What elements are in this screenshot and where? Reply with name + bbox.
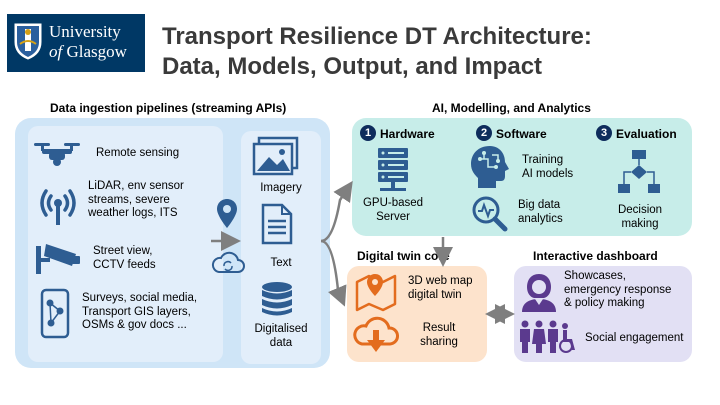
official-person-icon — [522, 274, 556, 312]
logo-of-text: of — [49, 42, 63, 61]
software-item-big-data: Big data analytics — [518, 199, 563, 225]
step-number-1: 1 — [360, 125, 376, 141]
step-number-3: 3 — [596, 125, 612, 141]
university-logo: University of Glasgow — [7, 14, 145, 72]
dashboard-heading: Interactive dashboard — [533, 249, 658, 263]
source-label-remote-sensing: Remote sensing — [96, 147, 180, 159]
twin-item-result-sharing: Result sharing — [420, 322, 458, 348]
database-icon — [262, 282, 292, 316]
arrow-to-ai — [320, 180, 353, 243]
output-label-digitalised: Digitalised data — [254, 323, 308, 349]
people-icon — [520, 320, 575, 353]
page-title: Transport Resilience DT Architecture: Da… — [162, 23, 592, 80]
imagery-icon — [252, 136, 299, 176]
location-pin-icon — [217, 199, 237, 228]
logo-name-text: Glasgow — [66, 42, 127, 61]
crest-icon — [14, 23, 42, 60]
twin-heading: Digital twin core — [357, 249, 450, 263]
cloud-sync-icon — [211, 251, 245, 273]
ai-panel — [352, 118, 692, 236]
source-label-cctv: Street view, CCTV feeds — [93, 245, 156, 271]
source-label-lidar: LiDAR, env sensor streams, severe weathe… — [88, 180, 184, 219]
document-icon — [261, 203, 293, 245]
step-title-evaluation: Evaluation — [616, 127, 677, 141]
evaluation-item-decision: Decision making — [617, 204, 663, 230]
logo-university-text: University — [49, 22, 121, 41]
step-number-2: 2 — [476, 125, 492, 141]
output-label-imagery: Imagery — [260, 182, 302, 194]
arrow-to-twin — [320, 239, 347, 307]
twin-item-3d-map: 3D web map digital twin — [408, 275, 473, 301]
decision-flowchart-icon — [618, 150, 660, 193]
source-label-surveys: Surveys, social media, Transport GIS lay… — [82, 292, 198, 331]
server-icon — [378, 148, 408, 191]
output-label-text: Text — [270, 257, 292, 269]
dashboard-item-social: Social engagement — [585, 332, 684, 344]
ingestion-sources-panel — [28, 126, 223, 362]
antenna-icon — [40, 189, 76, 225]
map-pin-icon — [355, 274, 397, 312]
hardware-item-gpu: GPU-based Server — [362, 197, 424, 223]
software-item-training: Training AI models — [522, 154, 574, 180]
logo-glasgow-text: of Glasgow — [49, 42, 127, 61]
dashboard-item-showcases: Showcases, emergency response & policy m… — [564, 270, 672, 309]
drone-icon — [34, 143, 80, 166]
step-title-hardware: Hardware — [380, 127, 435, 141]
step-title-software: Software — [496, 127, 547, 141]
analytics-magnifier-icon — [472, 196, 508, 232]
cctv-camera-icon — [36, 244, 80, 274]
ai-head-icon — [471, 146, 509, 188]
ingestion-heading: Data ingestion pipelines (streaming APIs… — [50, 101, 287, 115]
ai-heading: AI, Modelling, and Analytics — [432, 101, 591, 115]
cloud-download-icon — [353, 316, 399, 352]
smartphone-network-icon — [40, 288, 70, 339]
